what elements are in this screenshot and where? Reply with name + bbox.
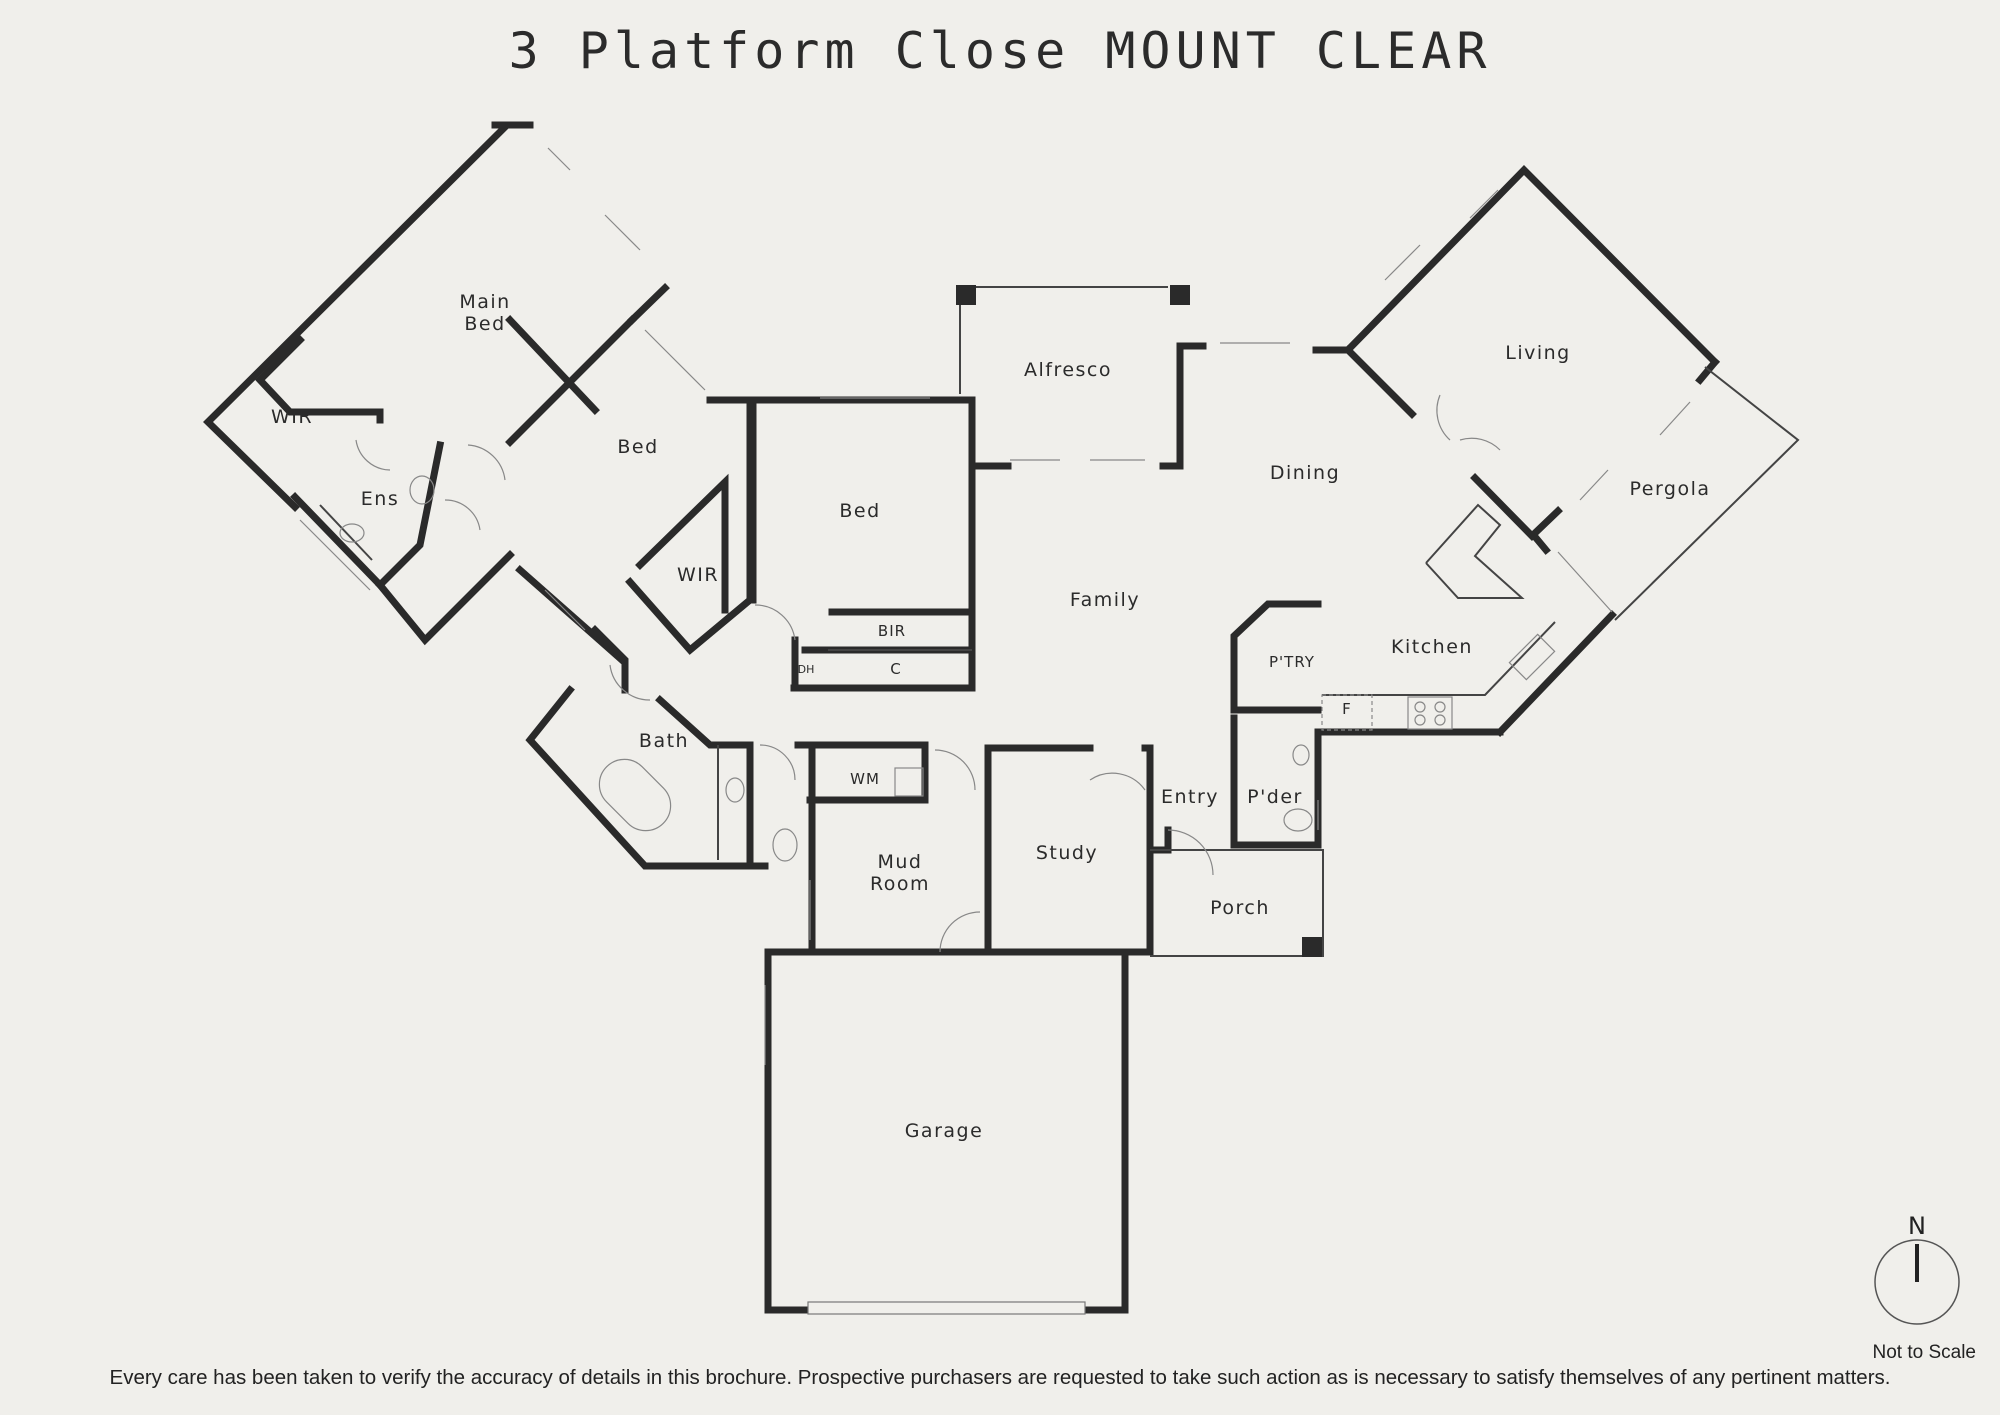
wall-living-inner — [1470, 473, 1537, 541]
label-wir-1: WIR — [271, 406, 313, 428]
label-entry: Entry — [1161, 786, 1219, 808]
north-label: N — [1908, 1212, 1926, 1240]
windows — [299, 147, 1691, 1315]
sink-icon — [1508, 633, 1556, 681]
wall-living-right — [1695, 357, 1720, 385]
label-bir: BIR — [878, 622, 906, 640]
bath-basin-icon — [725, 777, 745, 803]
alfresco-post-left — [956, 285, 976, 305]
pder-basin-icon — [1292, 744, 1310, 766]
label-ens: Ens — [361, 488, 399, 510]
porch-outline — [1150, 849, 1324, 957]
label-main-bed-2: Bed — [464, 313, 505, 335]
ens-vanity — [319, 504, 373, 561]
label-bath: Bath — [639, 730, 689, 752]
wall-ens-partition — [375, 440, 445, 590]
plan-title: 3 Platform Close MOUNT CLEAR — [508, 22, 1492, 80]
label-bed-1: Bed — [617, 436, 658, 458]
alfresco-post-right — [1170, 285, 1190, 305]
room-labels: Main Bed WIR Ens Bed WIR Bed BIR C DH Al… — [271, 291, 1710, 1142]
pergola-outline — [1614, 366, 1800, 621]
label-mud-room-1: Mud — [878, 851, 923, 873]
label-kitchen: Kitchen — [1391, 636, 1473, 658]
label-living: Living — [1505, 342, 1571, 364]
wall-pantry — [1230, 600, 1322, 714]
wall-pergola-upper — [1531, 533, 1551, 555]
wall-pergola-inner — [1530, 506, 1563, 538]
wall-garage-r — [1081, 948, 1154, 1314]
label-ptry: P'TRY — [1269, 653, 1315, 671]
fridge-icon — [1321, 694, 1373, 731]
wm-icon — [894, 767, 924, 797]
label-garage: Garage — [905, 1120, 984, 1142]
wall-bed2-top — [749, 396, 976, 470]
wall-bath-top — [590, 625, 629, 694]
wall-bath-left — [525, 685, 769, 870]
kitchen-bench — [1322, 621, 1556, 696]
wall-main-bed-nw — [203, 122, 510, 512]
fixtures — [339, 475, 1556, 862]
label-study: Study — [1036, 842, 1098, 864]
label-bed-2: Bed — [839, 500, 880, 522]
label-porch: Porch — [1210, 897, 1270, 919]
label-dh: DH — [798, 663, 815, 676]
label-mud-room-2: Room — [870, 873, 930, 895]
wall-garage — [764, 948, 816, 1314]
wall-main-bed-ne — [627, 283, 670, 325]
label-f: F — [1342, 700, 1352, 718]
bathtub-icon — [598, 758, 672, 832]
disclaimer: Every care has been taken to verify the … — [109, 1366, 1891, 1389]
wall-wm — [801, 741, 929, 804]
label-alfresco: Alfresco — [1024, 359, 1112, 381]
ens-toilet-icon — [409, 475, 435, 505]
wall-wir1 — [255, 335, 384, 424]
label-dining: Dining — [1270, 462, 1340, 484]
label-wm: WM — [850, 770, 880, 788]
door-swings — [355, 394, 1501, 953]
walls — [203, 121, 1720, 1314]
scale-note: Not to Scale — [1872, 1342, 1977, 1363]
label-pder: P'der — [1247, 786, 1303, 808]
kitchen-island — [1425, 503, 1525, 599]
label-c: C — [890, 660, 901, 678]
wall-kitchen-se — [1495, 610, 1617, 737]
wall-alfresco-right — [1159, 342, 1207, 470]
label-family: Family — [1070, 589, 1140, 611]
wall-living-sw — [1343, 345, 1417, 419]
porch-post — [1302, 937, 1322, 957]
wall-wir2 — [635, 473, 729, 614]
ens-basin-icon — [339, 523, 365, 543]
wall-hall-upper — [515, 565, 627, 665]
wall-entry — [1141, 846, 1154, 956]
north-arrow: N — [1872, 1208, 1962, 1328]
wall-kitchen-bottom — [1314, 728, 1504, 849]
toilet-icon — [772, 828, 798, 862]
wall-bed1-sw — [505, 315, 600, 415]
pder-toilet-icon — [1283, 808, 1313, 832]
wall-living-top — [1312, 165, 1720, 367]
cooktop-icon — [1407, 696, 1453, 730]
label-wir-2: WIR — [677, 564, 719, 586]
label-pergola: Pergola — [1629, 478, 1710, 500]
wall-bath-upper — [655, 695, 754, 870]
label-main-bed-1: Main — [459, 291, 510, 313]
thin-lines — [319, 286, 1800, 957]
wall-ens-w — [290, 492, 515, 646]
